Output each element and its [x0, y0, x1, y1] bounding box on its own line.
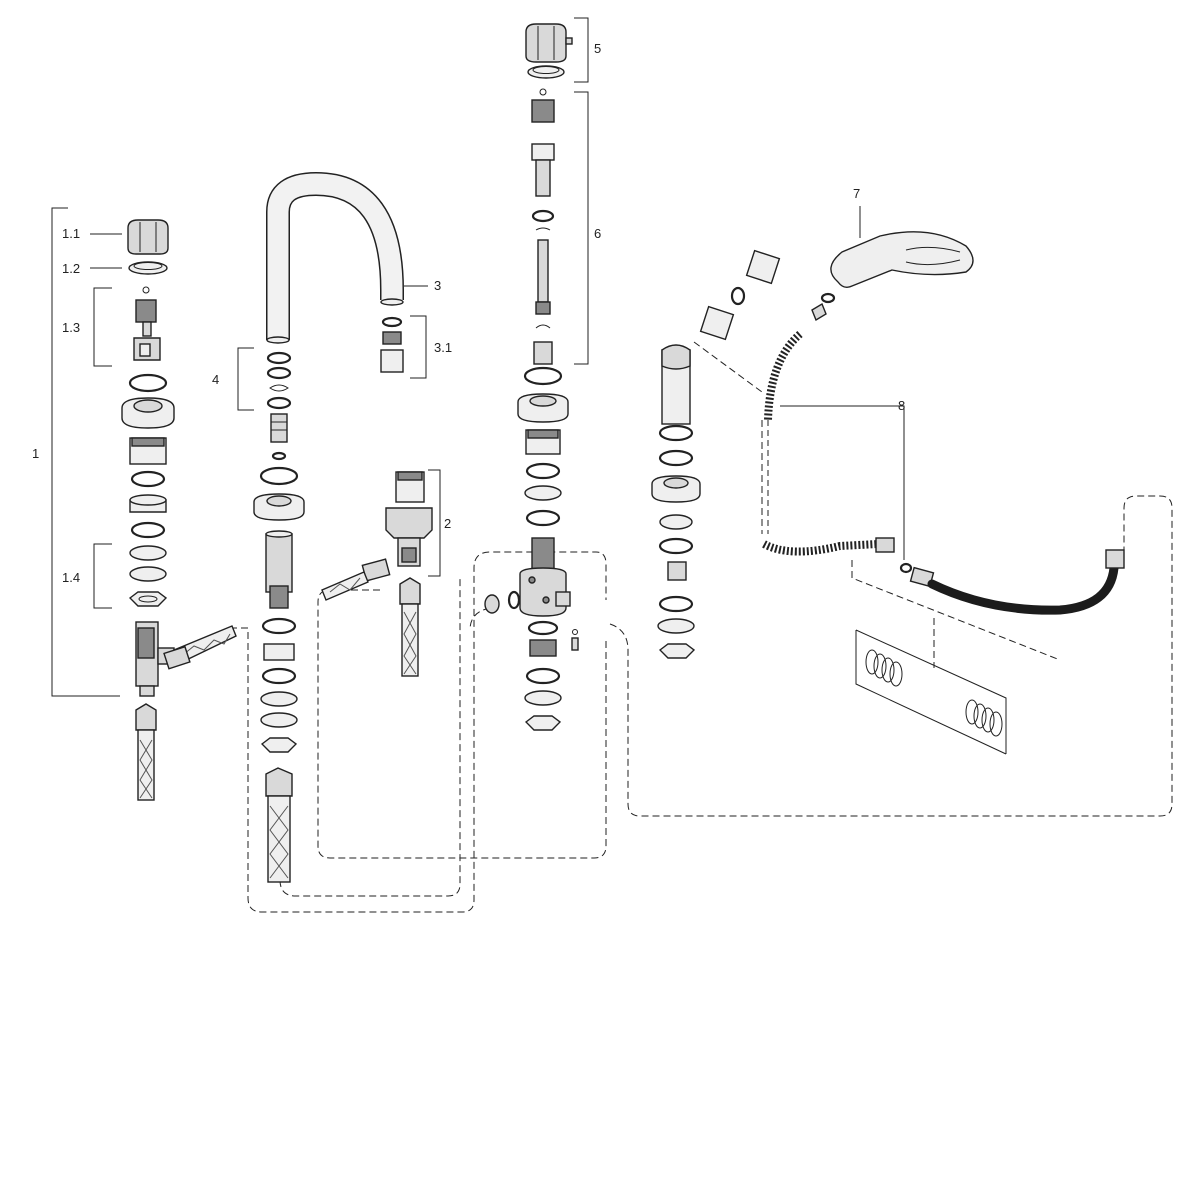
hand-shower-7 [830, 231, 974, 289]
spring-icon [965, 699, 1003, 737]
connection-paths [230, 341, 1173, 913]
washer-1-4 [129, 566, 167, 582]
spring-icon [865, 649, 903, 687]
handle-cap-1-1 [127, 219, 169, 255]
o-ring-icon [130, 470, 166, 488]
flange-nut [121, 397, 175, 429]
callout-6: 6 [594, 226, 601, 241]
callout-7: 7 [853, 186, 860, 201]
ring-1-2 [128, 261, 168, 275]
o-ring-icon [128, 373, 168, 393]
shower-holder [651, 344, 701, 659]
spout-3 [266, 171, 404, 344]
callout-1-4: 1.4 [62, 570, 80, 585]
callout-1-1: 1.1 [62, 226, 80, 241]
valve-body-column [484, 366, 579, 731]
callout-labels: 1 1.1 1.2 1.3 1.4 2 3 3.1 4 5 6 7 8 [32, 41, 905, 585]
washer [129, 494, 167, 513]
cartridge-1-3 [133, 286, 161, 361]
spout-base [253, 466, 305, 753]
diverter-2 [321, 471, 433, 677]
outlet-hose [399, 577, 421, 677]
aerator-3-1 [380, 316, 404, 373]
springs [855, 629, 1007, 755]
callout-4: 4 [212, 372, 219, 387]
callout-1-3: 1.3 [62, 320, 80, 335]
mixer-body [519, 567, 571, 617]
callout-3-1: 3.1 [434, 340, 452, 355]
callout-3: 3 [434, 278, 441, 293]
shower-hose-8 [762, 330, 1125, 615]
sleeve-nut [129, 437, 167, 465]
cartridge-6 [531, 88, 555, 365]
callout-leaders [51, 17, 905, 697]
hex-nut-1-4 [128, 591, 168, 607]
washer-1-4 [129, 545, 167, 561]
handle-5 [525, 23, 573, 79]
inlet-hose [321, 558, 391, 601]
callout-5: 5 [594, 41, 601, 56]
supply-hose-2 [265, 767, 293, 883]
braided-hose [163, 625, 237, 670]
shower-connector [811, 292, 836, 322]
callout-1: 1 [32, 446, 39, 461]
supply-hose-1 [135, 703, 157, 801]
valve-assembly-1 [121, 219, 237, 801]
o-ring-icon [130, 521, 166, 539]
holder-pivot [699, 249, 781, 341]
spout-seals-4 [266, 351, 292, 461]
callout-2: 2 [444, 516, 451, 531]
callout-1-2: 1.2 [62, 261, 80, 276]
